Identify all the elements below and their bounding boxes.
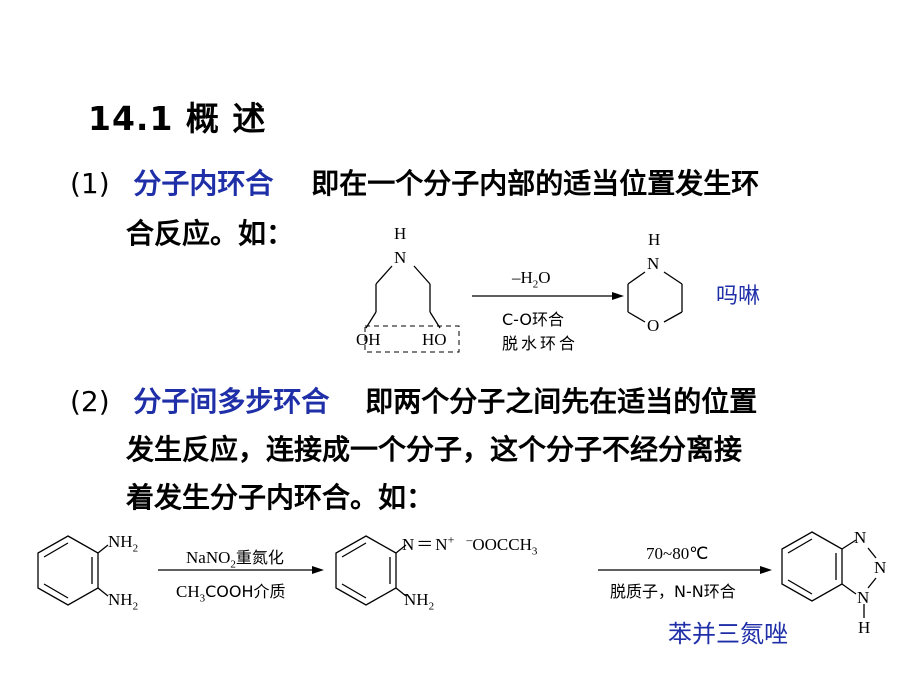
amine-n-label: N xyxy=(394,248,407,267)
amine-1-label: NH2 xyxy=(108,532,139,555)
amine-2-label: NH2 xyxy=(108,590,139,613)
section-1-line-1: (1) 分子内环合 即在一个分子内部的适当位置发生环 xyxy=(70,162,759,202)
reaction-2-arrowhead-1 xyxy=(312,566,324,574)
section-2-line-2: 发生反应，连接成一个分子，这个分子不经分离接 xyxy=(126,428,742,468)
morpholine-name: 吗啉 xyxy=(716,284,761,309)
hydroxyl-right-label: HO xyxy=(422,330,447,349)
step-1-condition-top: NaNO2重氮化 xyxy=(186,548,284,571)
section-2-line-1: (2) 分子间多步环合 即两个分子之间先在适当的位置 xyxy=(70,380,757,420)
reaction-1-condition-bottom: 脱水环合 xyxy=(502,334,579,353)
triazole-h-label: H xyxy=(858,618,871,637)
elimination-box xyxy=(364,325,460,353)
morpholine-h-label: H xyxy=(648,230,661,249)
morpholine-o-label: O xyxy=(647,316,660,335)
triazole-n2-label: N xyxy=(874,558,887,577)
section-2-number: (2) xyxy=(70,385,110,418)
benzene-ring-1 xyxy=(37,535,109,606)
section-1-number: (1) xyxy=(70,167,110,200)
diethanolamine-skeleton xyxy=(365,265,441,329)
amine-h-label: H xyxy=(394,224,407,243)
reaction-1-arrowhead xyxy=(612,292,624,300)
benzotriazole-name: 苯并三氮唑 xyxy=(668,620,788,648)
section-1-term: 分子内环合 xyxy=(133,167,274,200)
section-1-line-2: 合反应。如： xyxy=(126,212,294,252)
section-2-text-2: 发生反应，连接成一个分子，这个分子不经分离接 xyxy=(126,433,743,466)
morpholine-n-label: N xyxy=(647,254,660,273)
reaction-2-arrowhead-2 xyxy=(760,566,772,574)
section-2-line-3: 着发生分子内环合。如： xyxy=(126,476,434,516)
section-1-text-1: 即在一个分子内部的适当位置发生环 xyxy=(311,167,760,200)
page-title: 14.1 概 述 xyxy=(88,99,267,138)
section-2-term: 分子间多步环合 xyxy=(133,385,330,418)
reaction-1-condition-mid: C-O环合 xyxy=(502,310,564,329)
step-2-condition-bottom: 脱质子，N-N环合 xyxy=(610,582,736,601)
section-2-text-3: 着发生分子内环合。如： xyxy=(126,481,435,514)
step-1-condition-bottom: CH3COOH介质 xyxy=(176,582,286,605)
morpholine-ring xyxy=(627,271,683,323)
amine-3-label: NH2 xyxy=(404,590,435,613)
benzotriazole-ring xyxy=(781,531,877,618)
benzene-ring-2 xyxy=(335,535,407,606)
section-2-text-1: 即两个分子之间先在适当的位置 xyxy=(365,385,758,418)
triazole-n3-label: N xyxy=(857,588,870,607)
section-1-text-2: 合反应。如： xyxy=(126,217,295,250)
diazonium-group: N＝N+–OOCCH3 xyxy=(402,532,538,558)
hydroxyl-left-label: OH xyxy=(356,330,381,349)
triazole-n1-label: N xyxy=(854,528,867,547)
step-2-condition-top: 70~80℃ xyxy=(646,544,709,563)
reaction-1-condition-top: –H2O xyxy=(512,268,551,291)
